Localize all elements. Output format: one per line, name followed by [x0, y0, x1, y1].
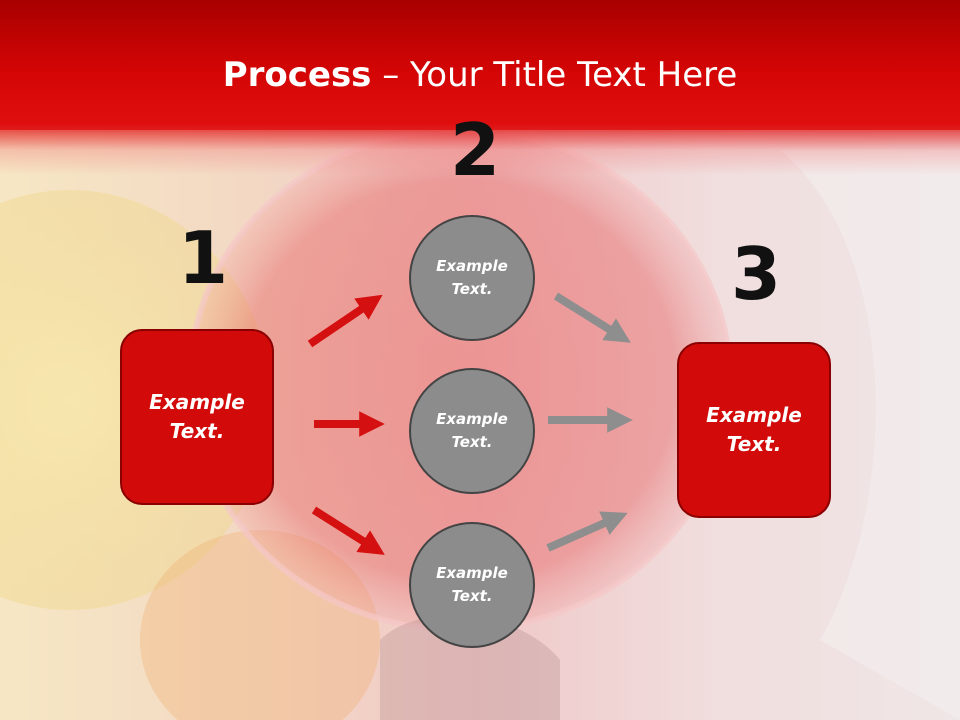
- header-bar: [0, 0, 960, 130]
- circle-middle-label: Example Text.: [436, 410, 508, 451]
- circle-top[interactable]: Example Text.: [409, 215, 535, 341]
- circle-bottom-label: Example Text.: [436, 564, 508, 605]
- circle-bottom[interactable]: Example Text.: [409, 522, 535, 648]
- step-number-3: 3: [731, 232, 782, 316]
- header-fade: [0, 125, 960, 175]
- step-number-2: 2: [450, 108, 501, 192]
- circle-middle[interactable]: Example Text.: [409, 368, 535, 494]
- left-box[interactable]: Example Text.: [120, 329, 274, 505]
- step-number-1: 1: [178, 216, 229, 300]
- left-box-label: Example Text.: [149, 390, 245, 443]
- right-box-label: Example Text.: [706, 403, 802, 456]
- circle-top-label: Example Text.: [436, 257, 508, 298]
- glove-highlight: [780, 150, 960, 720]
- title-bold: Process: [222, 55, 372, 95]
- page-title: Process – Your Title Text Here: [0, 52, 960, 98]
- right-box[interactable]: Example Text.: [677, 342, 831, 518]
- title-rest: – Your Title Text Here: [371, 55, 738, 95]
- glove-shadow: [380, 615, 560, 720]
